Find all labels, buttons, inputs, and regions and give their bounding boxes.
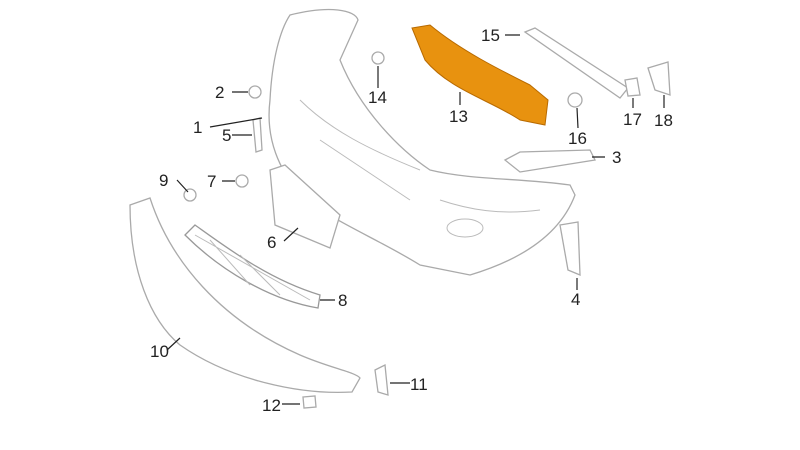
callout-12: 12 [262, 396, 281, 415]
license-bracket [269, 164, 341, 249]
callout-17: 17 [623, 110, 642, 129]
callout-1: 1 [193, 118, 203, 137]
grille [184, 224, 321, 309]
callout-11: 11 [410, 375, 428, 394]
callout-7: 7 [207, 172, 217, 191]
reinforcement-bar-15 [523, 27, 629, 99]
callout-13: 13 [449, 107, 468, 126]
callout-6: 6 [267, 233, 277, 252]
callout-14: 14 [368, 88, 387, 107]
callout-2: 2 [215, 83, 225, 102]
callout-5: 5 [222, 126, 232, 145]
callout-15: 15 [481, 26, 500, 45]
callout-10: 10 [150, 342, 169, 361]
callout-16: 16 [568, 129, 587, 148]
callout-3: 3 [612, 148, 622, 167]
callout-4: 4 [571, 290, 581, 309]
callout-8: 8 [338, 291, 348, 310]
absorber-part-13 [411, 24, 549, 126]
leader-lines [166, 34, 665, 405]
bumper-cover [268, 8, 576, 276]
callout-18: 18 [654, 111, 673, 130]
callout-9: 9 [159, 171, 169, 190]
lower-valance [129, 197, 361, 394]
